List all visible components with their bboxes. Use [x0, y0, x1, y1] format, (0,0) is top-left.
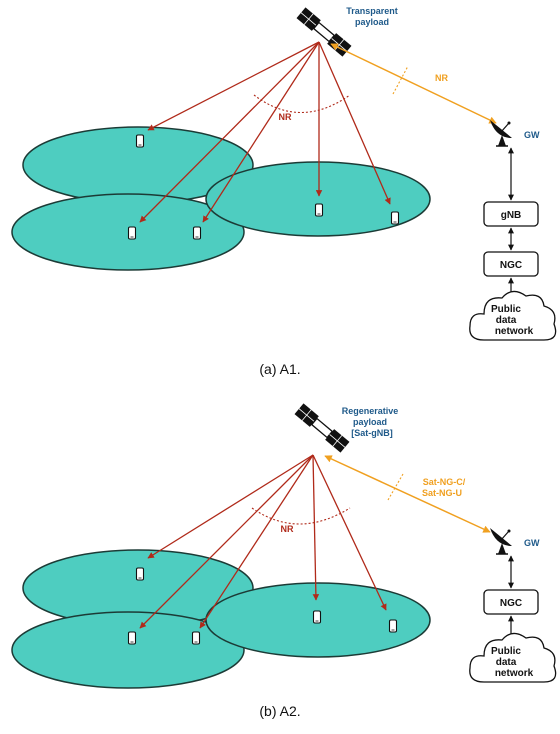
network-label-line3: network	[495, 668, 534, 679]
cell-3	[205, 161, 431, 237]
caption-a: (a) A1.	[259, 361, 300, 377]
phone-icon	[192, 226, 202, 240]
network-label-line2: data	[496, 657, 517, 668]
network-label-line3: network	[495, 326, 534, 337]
beam-arc	[251, 507, 351, 525]
network-label-line2: data	[496, 315, 517, 326]
phone-icon	[191, 631, 201, 645]
feeder-beam-mark	[387, 473, 404, 501]
phone-icon	[127, 226, 137, 240]
ngc-label: NGC	[500, 598, 522, 609]
phone-icon	[312, 610, 322, 624]
payload-label-line3: [Sat-gNB]	[351, 428, 393, 438]
access-link-ray	[139, 454, 314, 629]
cloud-icon	[469, 632, 557, 683]
gateway-label: GW	[524, 538, 540, 548]
phone-icon	[388, 619, 398, 633]
gnb-box	[483, 201, 539, 227]
access-link-ray	[147, 41, 320, 131]
beam-arc	[253, 94, 351, 113]
feeder-link-label-line2: Sat-NG-U	[422, 488, 462, 498]
satellite-dish-icon	[489, 119, 513, 147]
phone-icon	[135, 134, 145, 148]
payload-label-line2: payload	[353, 417, 387, 427]
payload-label-line2: payload	[355, 17, 389, 27]
phone-icon	[127, 631, 137, 645]
cloud-icon	[469, 290, 557, 341]
phone-icon	[314, 203, 324, 217]
feeder-link	[324, 455, 491, 533]
panel-a: Transparent payload NR NR GW gNB NGC Pub…	[11, 6, 557, 377]
payload-label-line1: Transparent	[346, 6, 398, 16]
access-link-ray	[312, 454, 320, 601]
network-label-line1: Public	[491, 646, 521, 657]
phone-icon	[135, 567, 145, 581]
access-link-ray	[202, 41, 320, 223]
ngc-box	[483, 589, 539, 615]
feeder-link-label-line1: Sat-NG-C/	[423, 477, 466, 487]
ngc-box	[483, 251, 539, 277]
phone-icon	[390, 211, 400, 225]
access-link-label: NR	[281, 524, 294, 534]
access-link-label: NR	[279, 112, 292, 122]
access-link-ray	[147, 454, 314, 559]
satellite-dish-icon	[489, 527, 513, 555]
panel-b: Regenerative payload [Sat-gNB] NR Sat-NG…	[11, 402, 557, 719]
access-link-ray	[199, 454, 314, 629]
access-link-ray	[139, 41, 320, 223]
payload-label-line1: Regenerative	[342, 406, 399, 416]
ngc-label: NGC	[500, 260, 522, 271]
feeder-link-label: NR	[435, 73, 448, 83]
feeder-beam-mark	[392, 65, 409, 95]
gnb-label: gNB	[501, 210, 522, 221]
feeder-link	[330, 43, 497, 124]
network-label-line1: Public	[491, 304, 521, 315]
cell-2	[11, 611, 245, 689]
gateway-label: GW	[524, 130, 540, 140]
caption-b: (b) A2.	[259, 703, 300, 719]
